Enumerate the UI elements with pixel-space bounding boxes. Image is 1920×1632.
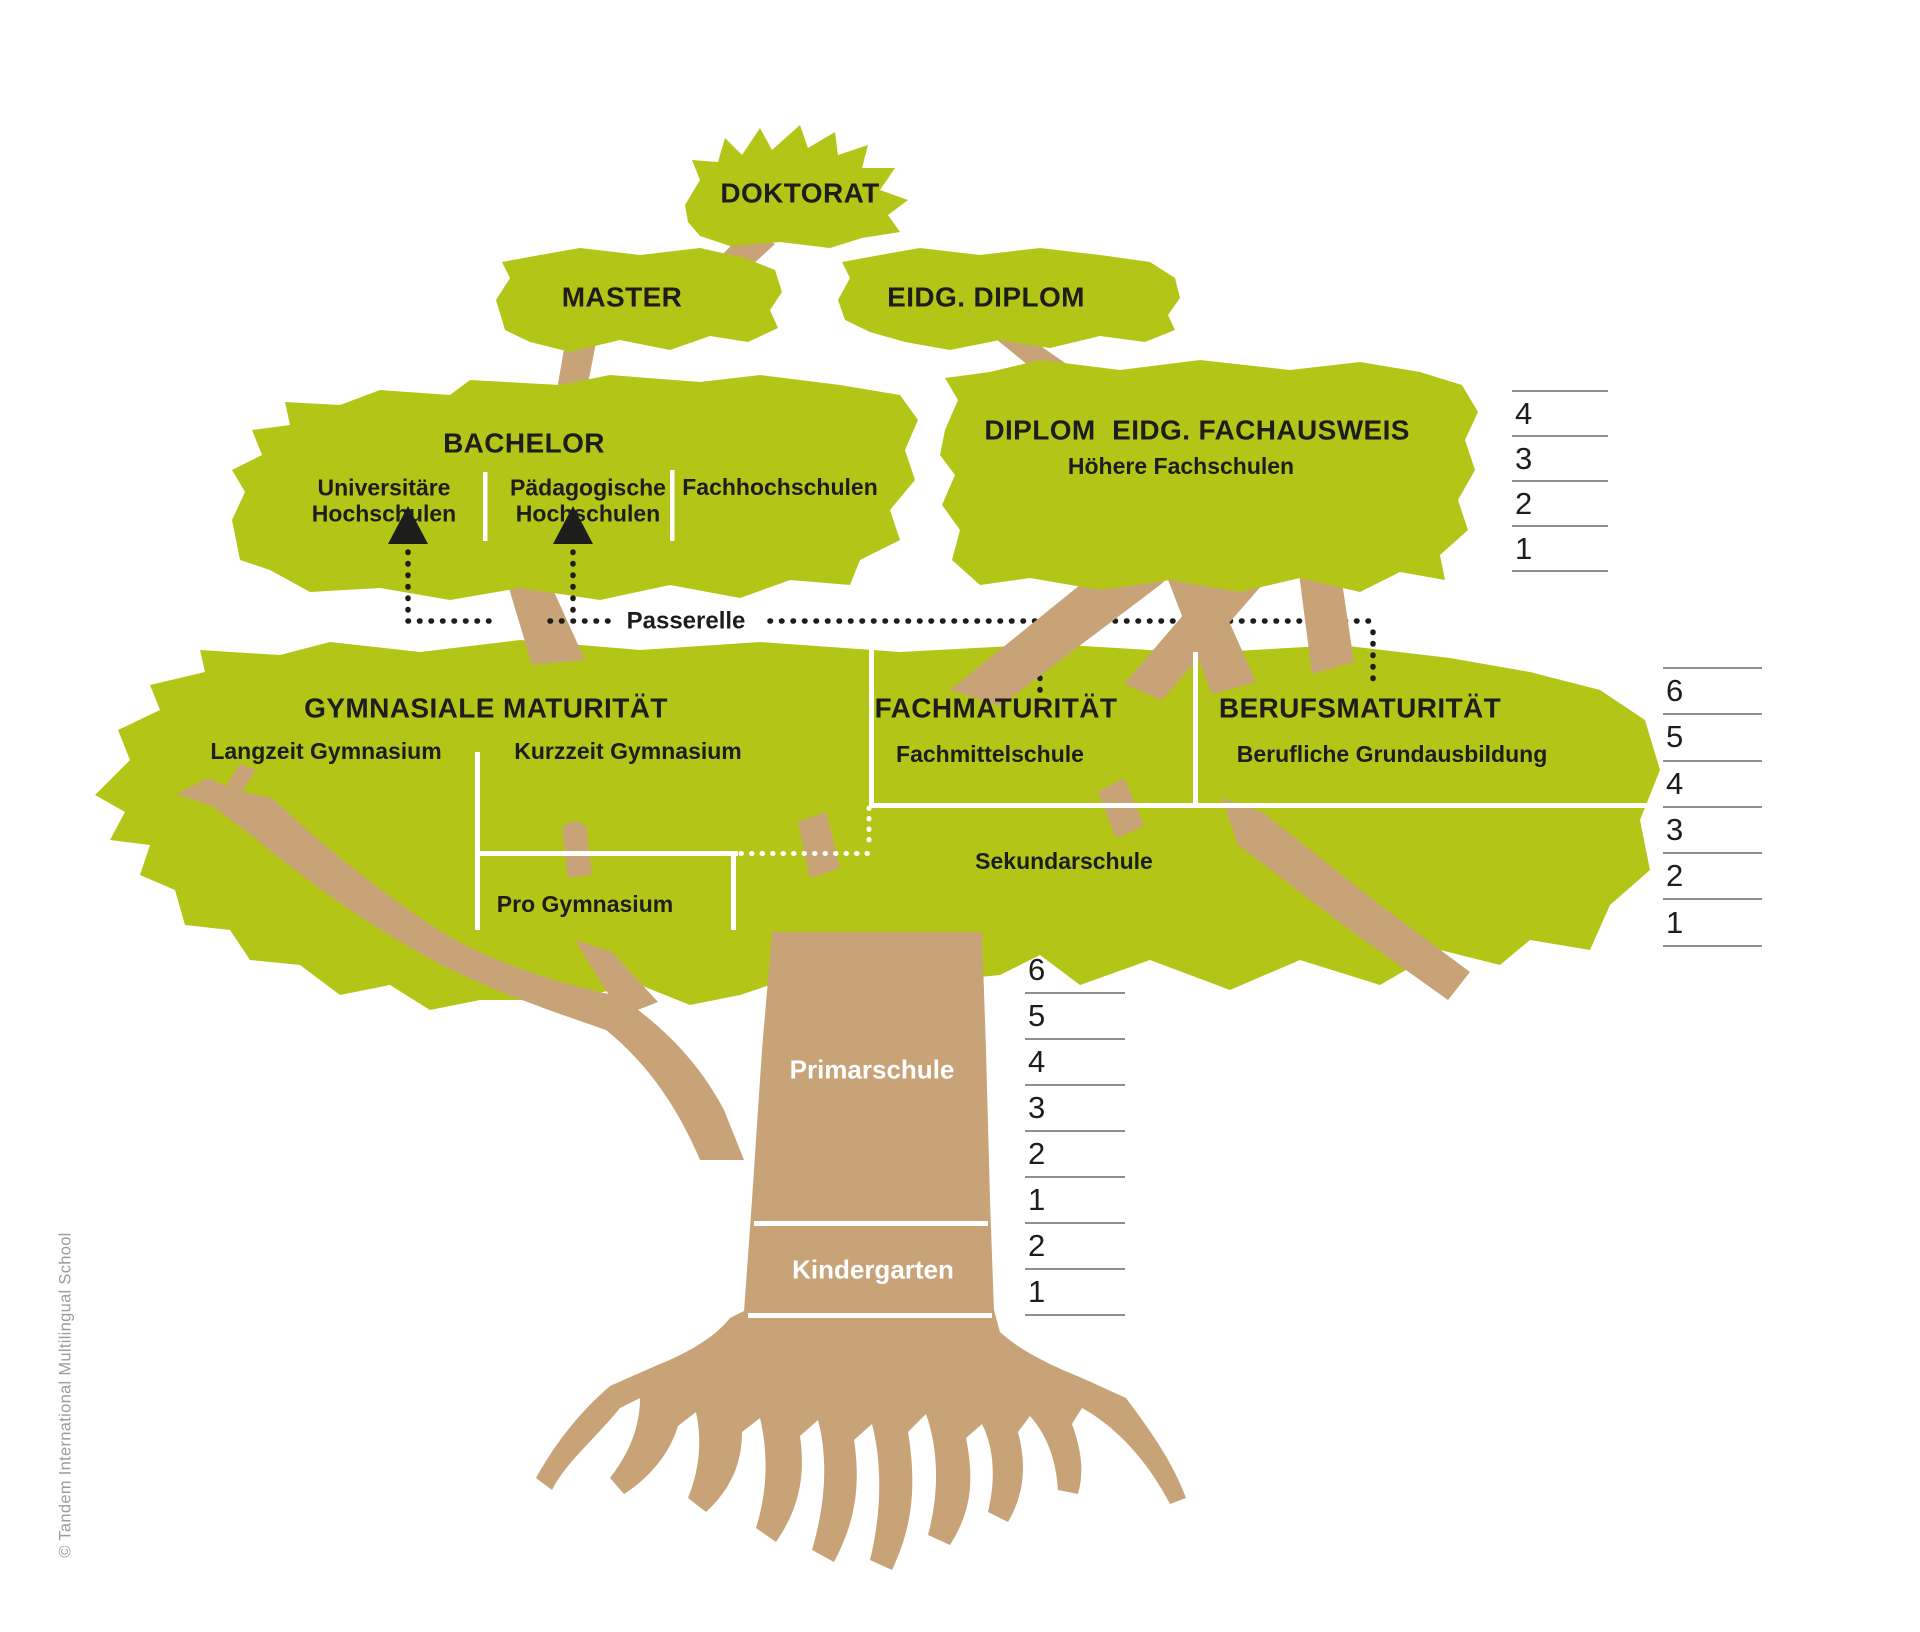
admission-arrows bbox=[388, 506, 593, 544]
main-canopy-foliage bbox=[95, 640, 1660, 1010]
node-berufsmaturitaet: BERUFSMATURITÄT bbox=[1218, 692, 1502, 724]
divider-fach-berufs bbox=[1193, 652, 1198, 808]
trunk-and-roots bbox=[176, 764, 1470, 1570]
branch-trunk-bachelor bbox=[505, 572, 585, 665]
scale-year: 2 bbox=[1025, 1224, 1125, 1270]
trunk bbox=[744, 932, 994, 1312]
scale-year: 4 bbox=[1663, 762, 1762, 808]
scale-year: 1 bbox=[1663, 900, 1762, 947]
passerelle-dotted-lines-upper bbox=[405, 549, 619, 624]
node-pro-gymnasium: Pro Gymnasium bbox=[496, 891, 674, 918]
node-universitaere-hochschulen: Universitäre Hochschulen bbox=[311, 474, 457, 526]
fachschulen-canopy bbox=[940, 360, 1478, 592]
node-master: MASTER bbox=[561, 281, 683, 313]
scale-primary-years: 6 5 4 3 2 1 bbox=[1025, 948, 1125, 1224]
eidg-diplom-cloud bbox=[838, 248, 1180, 350]
node-fachmittelschule: Fachmittelschule bbox=[896, 741, 1084, 768]
divider-maturitaet-sekundar bbox=[869, 803, 1648, 808]
node-langzeit-gymnasium: Langzeit Gymnasium bbox=[210, 738, 442, 765]
branch-twig-progym bbox=[562, 821, 592, 878]
branch-lower-right bbox=[1222, 798, 1470, 1000]
node-gymnasiale-maturitaet: GYMNASIALE MATURITÄT bbox=[304, 692, 668, 724]
scale-year: 1 bbox=[1512, 527, 1608, 572]
white-dividers bbox=[475, 470, 1648, 1318]
scale-tertiary-years: 4 3 2 1 bbox=[1512, 390, 1608, 572]
copyright-text: © Tandem International Multilingual Scho… bbox=[56, 1232, 75, 1558]
node-berufliche-grundausbildung: Berufliche Grundausbildung bbox=[1236, 741, 1548, 768]
master-cloud bbox=[496, 248, 782, 352]
node-kurzzeit-gymnasium: Kurzzeit Gymnasium bbox=[514, 738, 742, 765]
node-primarschule: Primarschule bbox=[789, 1054, 955, 1085]
left-branch bbox=[176, 764, 744, 1160]
node-diplom: DIPLOM bbox=[984, 414, 1096, 446]
trunk-line-kiga-roots bbox=[748, 1313, 992, 1318]
node-fachmaturitaet: FACHMATURITÄT bbox=[874, 692, 1118, 724]
scale-year: 6 bbox=[1663, 669, 1762, 716]
divider-uni-paed bbox=[483, 472, 488, 541]
node-kindergarten: Kindergarten bbox=[792, 1254, 954, 1285]
scale-kindergarten-years: 2 1 bbox=[1025, 1224, 1125, 1316]
branch-below-progym bbox=[575, 940, 658, 1016]
node-hoehere-fachschulen: Höhere Fachschulen bbox=[1067, 453, 1295, 480]
scale-year: 2 bbox=[1512, 482, 1608, 527]
white-dotted-connector bbox=[738, 805, 872, 856]
scale-year: 5 bbox=[1025, 994, 1125, 1040]
trunk-line-primar-kiga bbox=[754, 1221, 988, 1226]
divider-kurzzeit-fach bbox=[869, 650, 874, 806]
progym-box-right bbox=[731, 851, 736, 930]
scale-year: 2 bbox=[1025, 1132, 1125, 1178]
doktorat-cloud bbox=[685, 125, 908, 248]
branch-stub-sekundar bbox=[798, 812, 840, 878]
scale-year: 5 bbox=[1663, 715, 1762, 762]
node-eidg-fachausweis: EIDG. FACHAUSWEIS bbox=[1112, 414, 1410, 446]
arrow-universitaere bbox=[388, 506, 428, 544]
scale-year: 3 bbox=[1663, 808, 1762, 855]
node-bachelor: BACHELOR bbox=[443, 427, 605, 459]
roots bbox=[536, 1310, 1186, 1570]
node-sekundarschule: Sekundarschule bbox=[975, 848, 1153, 875]
node-doktorat: DOKTORAT bbox=[720, 177, 880, 209]
scale-year: 3 bbox=[1025, 1086, 1125, 1132]
node-fachhochschulen: Fachhochschulen bbox=[682, 474, 878, 501]
scale-year: 4 bbox=[1025, 1040, 1125, 1086]
node-eidg-diplom: EIDG. DIPLOM bbox=[887, 281, 1085, 313]
scale-year: 4 bbox=[1512, 392, 1608, 437]
scale-year: 6 bbox=[1025, 948, 1125, 994]
arrow-paedagogische bbox=[553, 506, 593, 544]
scale-year: 2 bbox=[1663, 854, 1762, 901]
scale-year: 1 bbox=[1025, 1178, 1125, 1224]
passerelle-label: Passerelle bbox=[626, 607, 746, 635]
progym-box-top bbox=[475, 851, 738, 856]
node-paedagogische-hochschulen: Pädagogische Hochschulen bbox=[510, 474, 666, 526]
divider-langzeit-kurzzeit bbox=[475, 752, 480, 930]
divider-paed-fh bbox=[670, 470, 675, 541]
scale-year: 1 bbox=[1025, 1270, 1125, 1316]
scale-secondary-years: 6 5 4 3 2 1 bbox=[1663, 667, 1762, 947]
scale-year: 3 bbox=[1512, 437, 1608, 482]
